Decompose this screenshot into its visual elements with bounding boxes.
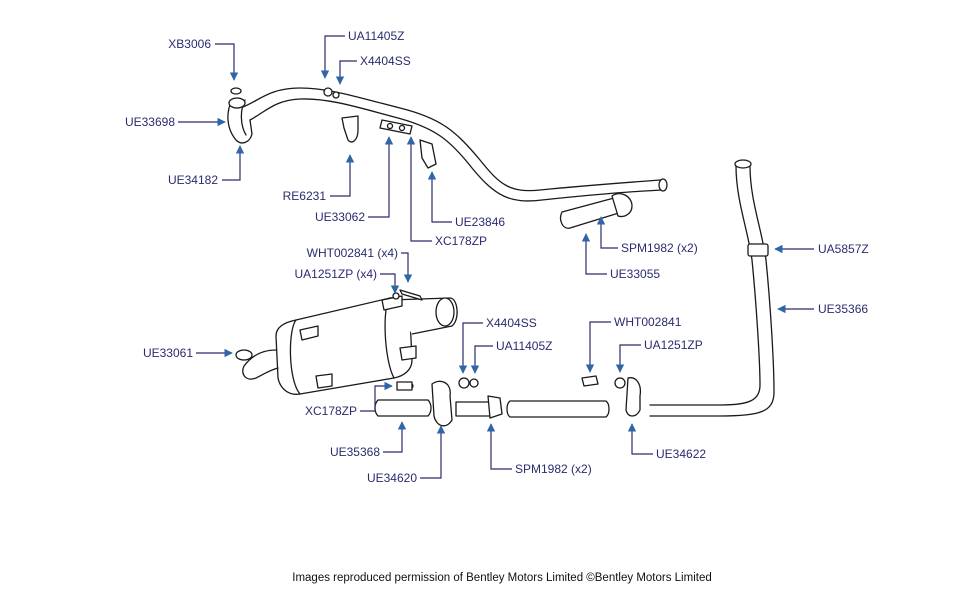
lower-intermediate-pipe-drawing	[374, 375, 642, 427]
label-ua1251zp[interactable]: UA1251ZP	[644, 338, 703, 352]
copyright-caption: Images reproduced permission of Bentley …	[292, 572, 711, 584]
label-xc178zp-top[interactable]: XC178ZP	[435, 234, 487, 248]
label-ue34622[interactable]: UE34622	[656, 447, 706, 461]
label-ue35366[interactable]: UE35366	[818, 302, 868, 316]
label-spm1982-top[interactable]: SPM1982 (x2)	[621, 241, 698, 255]
label-ue34182[interactable]: UE34182	[168, 173, 218, 187]
label-xc178zp-bottom[interactable]: XC178ZP	[305, 404, 357, 418]
upper-clamp-and-sleeve-drawing	[559, 192, 633, 229]
label-ue23846[interactable]: UE23846	[455, 215, 505, 229]
label-ue33062[interactable]: UE33062	[315, 210, 365, 224]
label-spm1982-bottom[interactable]: SPM1982 (x2)	[515, 462, 592, 476]
silencer-drawing	[235, 289, 458, 395]
label-ua11405z-top[interactable]: UA11405Z	[348, 29, 404, 43]
label-ue34620[interactable]: UE34620	[367, 471, 417, 485]
label-ue33061[interactable]: UE33061	[143, 346, 193, 360]
upper-bracket-drawings	[341, 115, 437, 169]
label-wht002841-x4[interactable]: WHT002841 (x4)	[307, 246, 398, 260]
label-wht002841[interactable]: WHT002841	[614, 315, 682, 329]
part-labels: XB3006 UA11405Z X4404SS UE33698 UE34182 …	[125, 29, 869, 485]
upper-front-pipe-drawing	[227, 87, 668, 202]
label-ue35368[interactable]: UE35368	[330, 445, 380, 459]
label-xb3006[interactable]: XB3006	[168, 37, 211, 51]
label-ua5857z[interactable]: UA5857Z	[818, 242, 869, 256]
label-re6231[interactable]: RE6231	[283, 189, 327, 203]
leader-lines	[178, 35, 814, 479]
label-ue33698[interactable]: UE33698	[125, 115, 175, 129]
label-x4404ss-mid[interactable]: X4404SS	[486, 316, 537, 330]
label-ua11405z-mid[interactable]: UA11405Z	[496, 339, 552, 353]
label-ua1251zp-x4[interactable]: UA1251ZP (x4)	[295, 267, 377, 281]
label-x4404ss-top[interactable]: X4404SS	[360, 54, 411, 68]
tailpipe-drawing	[649, 159, 775, 417]
label-ue33055[interactable]: UE33055	[610, 267, 660, 281]
